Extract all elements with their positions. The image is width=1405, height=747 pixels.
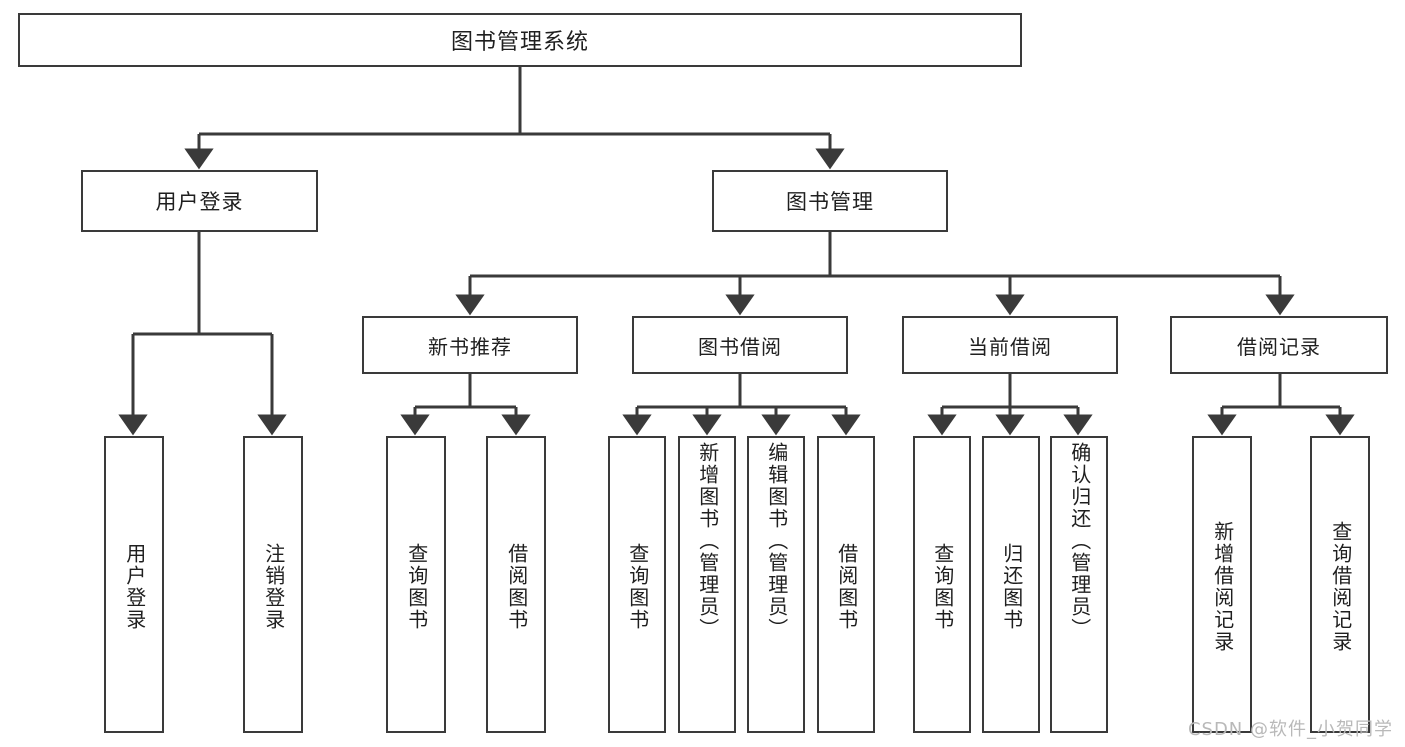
leaf-logout-label: 注销登录	[261, 542, 286, 631]
leaf-query-book-3[interactable]: 查询图书	[913, 436, 971, 733]
leaf-query-record[interactable]: 查询借阅记录	[1310, 436, 1370, 733]
node-user-login-label: 用户登录	[155, 190, 244, 214]
leaf-edit-book-label: 编辑图书（管理员）	[764, 442, 789, 640]
csdn-watermark: CSDN @软件_小贺同学	[1187, 719, 1393, 740]
leaf-borrow-book-1[interactable]: 借阅图书	[486, 436, 546, 733]
leaf-add-record-label: 新增借阅记录	[1210, 520, 1235, 653]
leaf-add-record[interactable]: 新增借阅记录	[1192, 436, 1252, 733]
node-current-borrow-label: 当前借阅	[968, 334, 1052, 359]
leaf-return-book[interactable]: 归还图书	[982, 436, 1040, 733]
node-borrow-record-label: 借阅记录	[1237, 334, 1321, 359]
leaf-return-book-label: 归还图书	[999, 542, 1024, 631]
leaf-add-book[interactable]: 新增图书（管理员）	[678, 436, 736, 733]
node-new-book-recommend-label: 新书推荐	[428, 334, 512, 359]
leaf-query-book-3-label: 查询图书	[930, 542, 955, 631]
leaf-confirm-return-label: 确认归还（管理员）	[1067, 442, 1092, 640]
leaf-user-login-label: 用户登录	[122, 542, 147, 631]
leaf-borrow-book-1-label: 借阅图书	[504, 542, 529, 631]
node-book-borrow-label: 图书借阅	[698, 334, 782, 359]
leaf-confirm-return[interactable]: 确认归还（管理员）	[1050, 436, 1108, 733]
node-root-label: 图书管理系统	[450, 30, 589, 55]
leaf-query-book-1[interactable]: 查询图书	[386, 436, 446, 733]
leaf-user-login[interactable]: 用户登录	[104, 436, 164, 733]
leaf-edit-book[interactable]: 编辑图书（管理员）	[747, 436, 805, 733]
leaf-query-book-1-label: 查询图书	[404, 542, 429, 631]
leaf-query-book-2-label: 查询图书	[625, 542, 650, 631]
leaf-add-book-label: 新增图书（管理员）	[695, 442, 720, 640]
node-root[interactable]: 图书管理系统	[18, 13, 1022, 67]
node-borrow-record[interactable]: 借阅记录	[1170, 316, 1388, 374]
node-book-manage[interactable]: 图书管理	[712, 170, 948, 232]
leaf-query-record-label: 查询借阅记录	[1328, 520, 1353, 653]
node-book-manage-label: 图书管理	[786, 190, 874, 214]
leaf-logout[interactable]: 注销登录	[243, 436, 303, 733]
node-current-borrow[interactable]: 当前借阅	[902, 316, 1118, 374]
node-book-borrow[interactable]: 图书借阅	[632, 316, 848, 374]
leaf-query-book-2[interactable]: 查询图书	[608, 436, 666, 733]
leaf-borrow-book-2-label: 借阅图书	[834, 542, 859, 631]
node-user-login[interactable]: 用户登录	[81, 170, 318, 232]
leaf-borrow-book-2[interactable]: 借阅图书	[817, 436, 875, 733]
node-new-book-recommend[interactable]: 新书推荐	[362, 316, 578, 374]
